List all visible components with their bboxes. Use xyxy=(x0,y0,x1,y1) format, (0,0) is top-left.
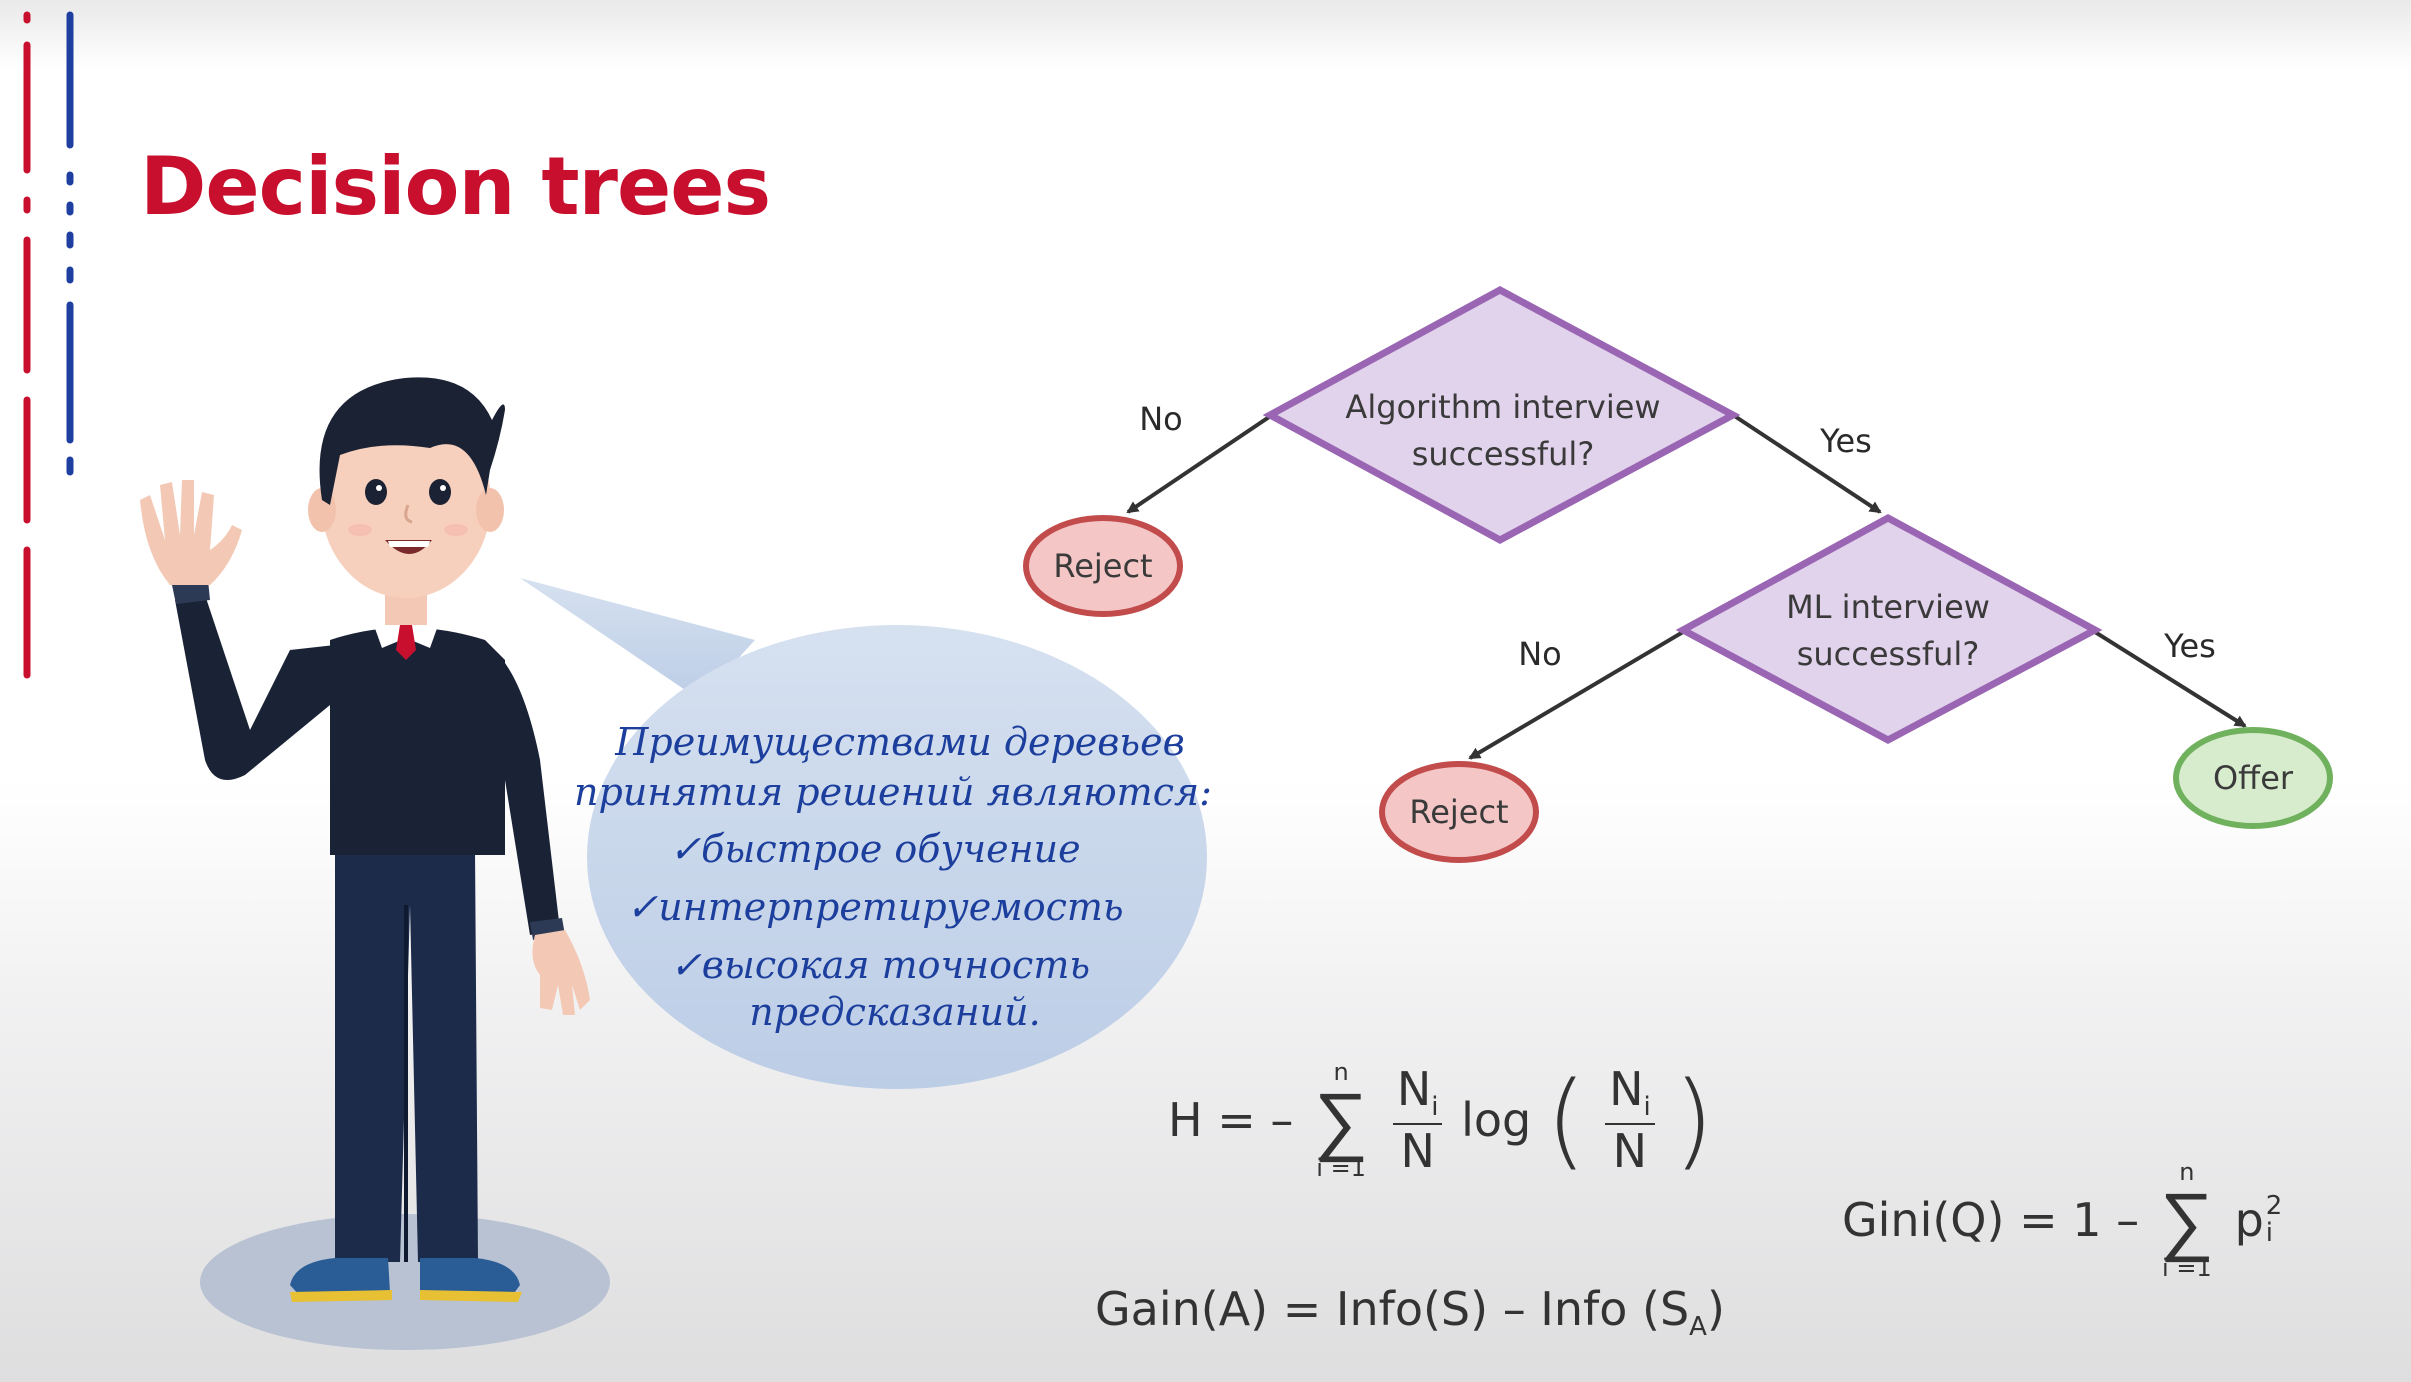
leaf-reject-2-label: Reject xyxy=(1409,793,1508,831)
bubble-line-1: Преимуществами деревьев xyxy=(614,720,1184,764)
bubble-line-2: принятия решений являются: xyxy=(574,770,1212,814)
decorative-side-lines xyxy=(23,11,74,679)
tree-edges xyxy=(1126,413,2247,760)
bubble-item-high-accuracy: ✓высокая точность xyxy=(670,943,1090,987)
gini-p: p xyxy=(2234,1193,2264,1248)
branch-label-root-no: No xyxy=(1139,400,1183,438)
entropy-sum-symbol: ∑ xyxy=(1314,1075,1369,1164)
decision-node-ml-interview: ML interview successful? xyxy=(1675,514,2103,744)
entropy-sum-lower: i =1 xyxy=(1316,1154,1366,1183)
entropy-lparen: ( xyxy=(1545,1059,1587,1182)
edge-second-yes xyxy=(2093,630,2247,728)
entropy-sum-upper: n xyxy=(1333,1058,1349,1086)
speech-bubble: Преимуществами деревьев принятия решений… xyxy=(520,578,1212,1089)
entropy-rparen: ) xyxy=(1673,1059,1714,1182)
leaf-offer-label: Offer xyxy=(2213,759,2294,797)
branch-label-second-yes: Yes xyxy=(2163,627,2216,665)
entropy-log: log xyxy=(1461,1093,1532,1148)
branch-label-second-no: No xyxy=(1518,635,1562,673)
presenter-character xyxy=(140,377,610,1350)
entropy-log-num: N xyxy=(1609,1061,1644,1116)
edge-second-no xyxy=(1468,630,1685,760)
gini-sum: n ∑ i =1 xyxy=(2160,1160,2214,1280)
entropy-log-fraction: Ni N xyxy=(1605,1065,1655,1176)
leaf-reject-1-label: Reject xyxy=(1053,547,1152,585)
root-node-line-1: Algorithm interview xyxy=(1345,388,1660,426)
gini-lhs: Gini(Q) = 1 – xyxy=(1842,1193,2140,1248)
branch-label-root-yes: Yes xyxy=(1819,422,1872,460)
bubble-item-interpretability: ✓интерпретируемость xyxy=(626,885,1123,929)
gini-p-sub: i xyxy=(2265,1218,2274,1249)
gini-sum-upper: n xyxy=(2179,1158,2195,1186)
leaf-reject-2: Reject xyxy=(1379,761,1539,863)
entropy-lhs: H = – xyxy=(1168,1093,1294,1148)
bubble-item-fast-training: ✓быстрое обучение xyxy=(669,827,1080,871)
leaf-reject-1: Reject xyxy=(1023,515,1183,617)
second-node-line-2: successful? xyxy=(1797,635,1980,673)
gini-p-sup: 2 xyxy=(2265,1190,2283,1221)
root-node-line-2: successful? xyxy=(1412,435,1595,473)
edge-root-no xyxy=(1126,413,1274,514)
entropy-log-num-sub: i xyxy=(1643,1091,1651,1122)
gini-sum-symbol: ∑ xyxy=(2159,1175,2214,1264)
slide-title: Decision trees xyxy=(140,140,771,233)
entropy-formula: H = – n ∑ i =1 Ni N log ( Ni N ) xyxy=(1168,1060,1714,1180)
entropy-log-den: N xyxy=(1612,1124,1648,1179)
entropy-frac-den: N xyxy=(1400,1124,1435,1179)
gini-sum-lower: i =1 xyxy=(2162,1254,2212,1283)
decision-node-algorithm-interview: Algorithm interview successful? xyxy=(1262,286,1741,544)
entropy-frac-num-sub: i xyxy=(1431,1091,1439,1122)
gain-sub: A xyxy=(1689,1312,1707,1343)
character-shadow xyxy=(200,1214,610,1350)
gain-close: ) xyxy=(1706,1282,1725,1336)
leaf-offer: Offer xyxy=(2173,727,2333,829)
entropy-frac-num: N xyxy=(1396,1061,1432,1116)
gain-formula: Gain(A) = Info(S) – Info (SA) xyxy=(1095,1282,1725,1342)
entropy-fraction: Ni N xyxy=(1392,1061,1443,1179)
edge-root-yes xyxy=(1731,413,1882,514)
bubble-item-high-accuracy-cont: предсказаний. xyxy=(749,990,1040,1034)
second-node-line-1: ML interview xyxy=(1786,588,1990,626)
gain-text: Gain(A) = Info(S) – Info (S xyxy=(1095,1282,1690,1336)
entropy-sum: n ∑ i =1 xyxy=(1314,1060,1368,1180)
